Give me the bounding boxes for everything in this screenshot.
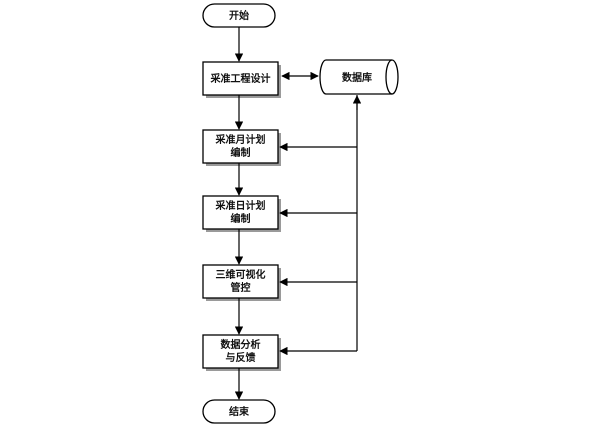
end-label: 结束 — [229, 405, 250, 418]
step-monthly-plan-node: 采准月计划 编制 — [202, 129, 281, 166]
step-monthly-plan-label-2: 编制 — [231, 146, 251, 159]
database-node: 数据库 — [319, 59, 399, 95]
step-design-label: 采准工程设计 — [210, 72, 271, 85]
step-daily-plan-label-2: 编制 — [231, 212, 251, 225]
step-daily-plan-label-1: 采准日计划 — [215, 199, 266, 212]
step-visual-control-label-2: 管控 — [231, 281, 251, 294]
step-analysis-label-2: 与反馈 — [226, 351, 256, 364]
step-visual-control-node: 三维可视化 管控 — [202, 264, 281, 301]
start-label: 开始 — [229, 9, 249, 22]
end-node: 结束 — [202, 399, 276, 424]
step-analysis-label-1: 数据分析 — [221, 338, 261, 351]
start-node: 开始 — [202, 3, 276, 28]
step-visual-control-label-1: 三维可视化 — [216, 268, 266, 281]
step-analysis-node: 数据分析 与反馈 — [202, 334, 281, 371]
step-design-node: 采准工程设计 — [202, 61, 281, 98]
step-daily-plan-node: 采准日计划 编制 — [202, 195, 281, 232]
database-label: 数据库 — [342, 71, 372, 84]
step-monthly-plan-label-1: 采准月计划 — [215, 133, 266, 146]
